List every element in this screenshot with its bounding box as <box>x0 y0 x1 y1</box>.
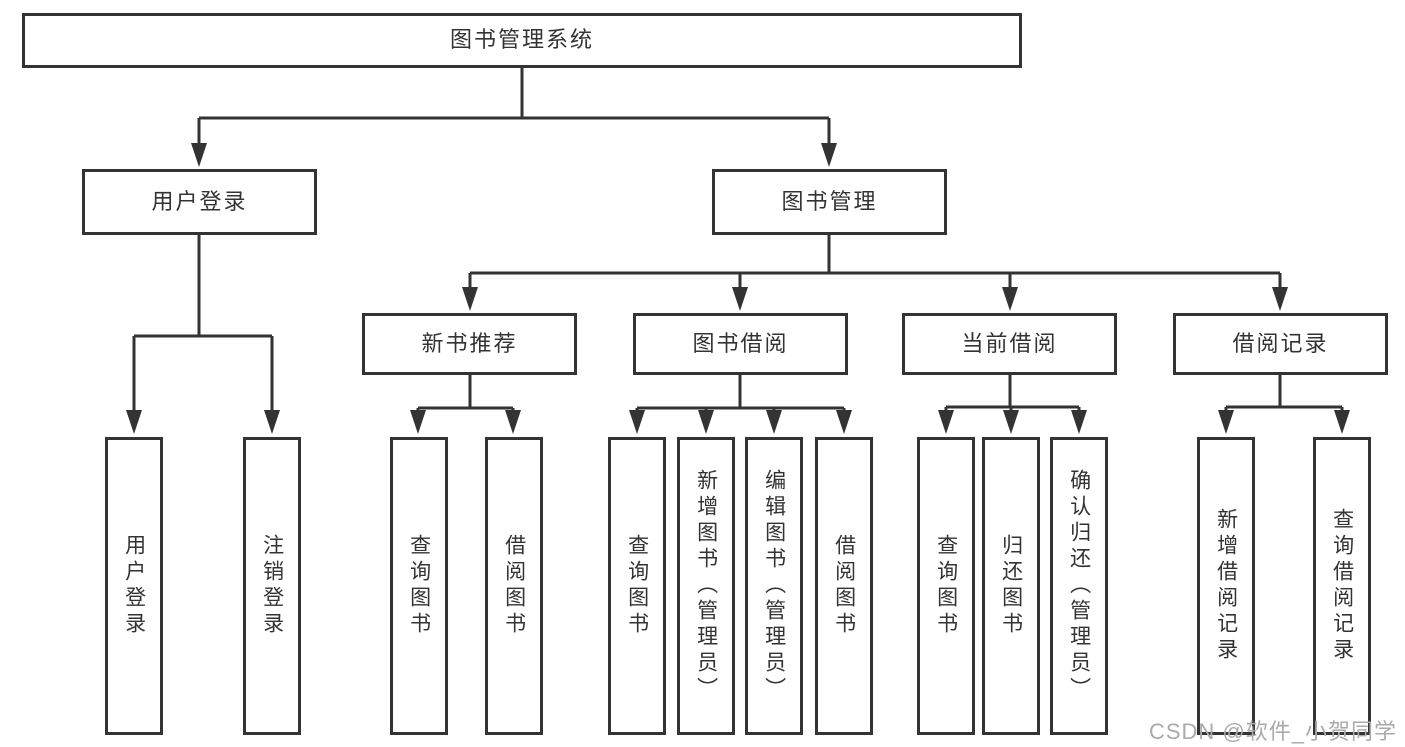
node-label: 查询借阅记录 <box>1330 508 1354 664</box>
leaf-current-query-books: 查询图书 <box>917 437 975 735</box>
node-label: 归还图书 <box>999 534 1023 638</box>
node-label: 新书推荐 <box>421 330 518 356</box>
leaf-query-borrow-record: 查询借阅记录 <box>1313 437 1371 735</box>
node-new-book-recommend: 新书推荐 <box>362 313 577 375</box>
node-library-system-root: 图书管理系统 <box>22 13 1022 68</box>
node-label: 图书借阅 <box>692 330 789 356</box>
node-label: 借阅图书 <box>832 534 856 638</box>
csdn-watermark: CSDN @软件_小贺同学 <box>1148 719 1397 744</box>
node-label: 用户登录 <box>151 188 248 214</box>
node-label: 查询图书 <box>934 534 958 638</box>
node-label: 确认归还（管理员） <box>1067 469 1091 703</box>
leaf-borrow-query-books: 查询图书 <box>608 437 666 735</box>
leaf-edit-book-admin: 编辑图书（管理员） <box>745 437 803 735</box>
node-label: 图书管理系统 <box>449 27 594 53</box>
node-label: 图书管理 <box>781 188 878 214</box>
node-label: 编辑图书（管理员） <box>762 469 786 703</box>
node-label: 借阅记录 <box>1232 330 1329 356</box>
leaf-borrow-books: 借阅图书 <box>815 437 873 735</box>
node-label: 用户登录 <box>122 534 146 638</box>
node-label: 查询图书 <box>625 534 649 638</box>
node-label: 新增图书（管理员） <box>694 469 718 703</box>
leaf-logout: 注销登录 <box>243 437 301 735</box>
node-current-borrowing: 当前借阅 <box>902 313 1117 375</box>
node-label: 注销登录 <box>260 534 284 638</box>
leaf-recommend-query-books: 查询图书 <box>390 437 448 735</box>
node-book-borrowing: 图书借阅 <box>633 313 848 375</box>
node-borrowing-records: 借阅记录 <box>1173 313 1388 375</box>
node-book-management: 图书管理 <box>712 169 947 235</box>
leaf-add-borrow-record: 新增借阅记录 <box>1197 437 1255 735</box>
node-user-login-group: 用户登录 <box>82 169 317 235</box>
leaf-recommend-borrow-books: 借阅图书 <box>485 437 543 735</box>
leaf-confirm-return-admin: 确认归还（管理员） <box>1050 437 1108 735</box>
node-label: 当前借阅 <box>961 330 1058 356</box>
leaf-return-book: 归还图书 <box>982 437 1040 735</box>
leaf-add-book-admin: 新增图书（管理员） <box>677 437 735 735</box>
node-label: 查询图书 <box>407 534 431 638</box>
leaf-user-login: 用户登录 <box>105 437 163 735</box>
node-label: 新增借阅记录 <box>1214 508 1238 664</box>
node-label: 借阅图书 <box>502 534 526 638</box>
